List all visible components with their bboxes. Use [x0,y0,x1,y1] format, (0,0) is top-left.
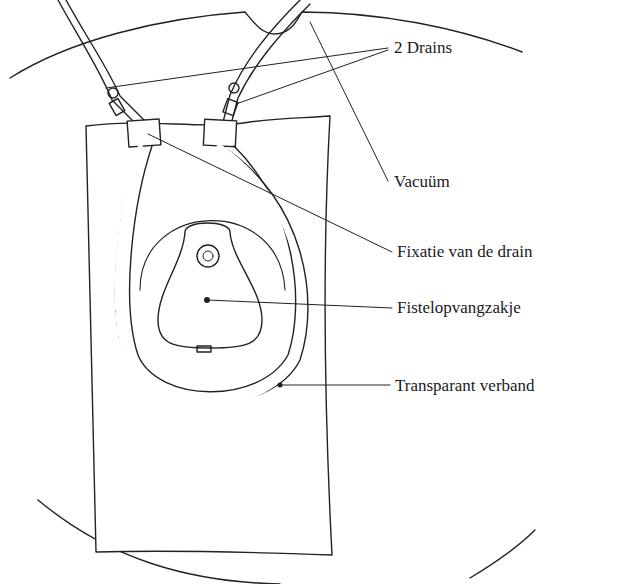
left-drain-tube [66,0,148,124]
leader-line [310,22,388,181]
bag-opening [203,251,213,261]
part-label: Fixatie van de drain [397,242,533,262]
part-label: Vacuüm [394,172,450,192]
drain-fixation [127,119,161,147]
drain-perforation [117,146,302,403]
bag-clamp [197,346,211,352]
drain-connector [109,98,125,115]
drain-loop [116,146,308,403]
fistula-bag [158,223,262,348]
leader-dot [204,297,210,303]
left-drain-tube [58,0,140,128]
right-drain-tube [230,4,310,128]
drain-connector [223,99,238,116]
right-drain-tube [222,0,300,126]
leader-line [236,50,388,104]
part-label: Transparant verband [395,376,535,396]
torso-top [10,12,522,78]
transparent-dressing [86,116,332,555]
part-label: Fistelopvangzakje [397,298,521,318]
leader-line [148,134,392,252]
leader-line [207,300,392,308]
leader-line [106,48,388,88]
bag-opening [197,245,219,267]
drain-loop [130,146,296,392]
drain-fixation [203,119,236,147]
drain-connector [108,88,118,98]
leader-dot [278,383,283,388]
drain-connector [229,83,239,93]
torso-bottom-right [470,530,535,578]
leader-line [280,385,390,386]
part-label: 2 Drains [394,38,452,58]
